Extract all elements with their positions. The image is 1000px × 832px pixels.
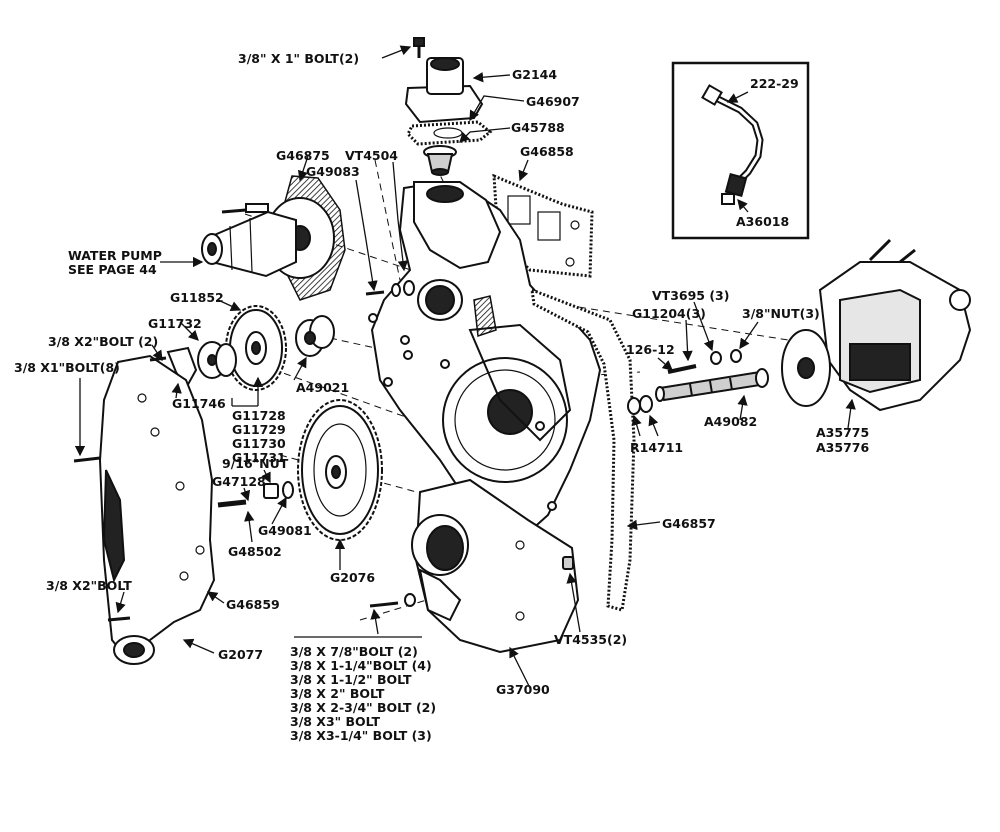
nut-washer-stack	[217, 481, 294, 508]
label-vt3695: VT3695 (3)	[652, 288, 729, 303]
label-bolt-3-8x2: 3/8 X2"BOLT	[46, 578, 132, 593]
water-pump	[201, 175, 346, 301]
label-a49021: A49021	[296, 380, 349, 395]
water-outlet-elbow-g2144	[404, 57, 484, 124]
label-bolt-3-8x1-2: 3/8" X 1" BOLT(2)	[238, 51, 359, 66]
label-water-pump-see-page: SEE PAGE 44	[68, 262, 157, 277]
label-g11728: G11728	[232, 408, 286, 423]
label-vt4535: VT4535(2)	[554, 632, 627, 647]
seal-rings-r14711	[627, 395, 653, 415]
gasket-g46907	[406, 120, 493, 146]
fasteners	[149, 280, 416, 608]
label-g11731: G11731	[232, 450, 286, 465]
timing-gear-housing	[368, 181, 602, 542]
label-g11746: G11746	[172, 396, 226, 411]
label-vt4504: VT4504	[345, 148, 398, 163]
plate-g11746	[166, 346, 198, 390]
label-g46858: G46858	[520, 144, 574, 159]
label-126-12: 126-12	[626, 342, 675, 357]
label-g45788: G45788	[511, 120, 565, 135]
label-g46857: G46857	[662, 516, 716, 531]
housing-gasket-g46857	[530, 287, 636, 612]
label-g37090: G37090	[496, 682, 550, 697]
leader-lines	[74, 45, 856, 689]
label-r14711: R14711	[630, 440, 683, 455]
label-g46859: G46859	[226, 597, 280, 612]
label-g49081: G49081	[258, 523, 312, 538]
hub-a49021	[295, 315, 335, 357]
label-g11729: G11729	[232, 422, 286, 437]
camshaft-gear-g11852	[225, 305, 287, 391]
label-g11730: G11730	[232, 436, 286, 451]
thermostat-housing-stack	[404, 37, 493, 176]
bolt-list-item: 3/8 X 1-1/4"BOLT (4)	[290, 658, 432, 673]
label-nut-9-16: 9/16"NUT	[222, 456, 289, 471]
label-a49082: A49082	[704, 414, 757, 429]
bolt-list-item: 3/8 X 2-3/4" BOLT (2)	[290, 700, 436, 715]
label-a35776: A35776	[816, 440, 869, 455]
part-labels: 3/8" X 1" BOLT(2) G2144 G46907 G45788 G4…	[14, 51, 869, 697]
label-a35775: A35775	[816, 425, 869, 440]
label-g49083: G49083	[306, 164, 360, 179]
label-nut-3-8: 3/8"NUT(3)	[742, 306, 820, 321]
thermostat-g45788	[423, 145, 457, 176]
label-g46907: G46907	[526, 94, 580, 109]
stud-washer-nut-set	[667, 349, 742, 374]
crank-gear-g2076	[297, 399, 383, 541]
bolt-3-8x1-top	[413, 37, 425, 58]
label-g11204: G11204(3)	[632, 306, 706, 321]
label-g11732: G11732	[148, 316, 202, 331]
label-water-pump: WATER PUMP	[68, 248, 162, 263]
label-g11852: G11852	[170, 290, 224, 305]
label-g2076: G2076	[330, 570, 375, 585]
bolt-list-item: 3/8 X3" BOLT	[290, 714, 381, 729]
injection-pump	[781, 238, 972, 412]
bolt-list-item: 3/8 X3-1/4" BOLT (3)	[290, 728, 432, 743]
label-g48502: G48502	[228, 544, 282, 559]
label-g2077: G2077	[218, 647, 263, 662]
hub-g11732	[197, 341, 237, 379]
label-g47128: G47128	[212, 474, 266, 489]
drive-shaft-a49082	[655, 368, 769, 402]
label-bolt-3-8x2-2: 3/8 X2"BOLT (2)	[48, 334, 158, 349]
bolt-list-item: 3/8 X 1-1/2" BOLT	[290, 672, 412, 687]
bolt-list-item: 3/8 X 2" BOLT	[290, 686, 385, 701]
label-g2144: G2144	[512, 67, 557, 82]
front-cover-g46859	[73, 354, 216, 665]
timing-cover-g37090	[411, 478, 580, 654]
label-bolt-3-8x1-8: 3/8 X1"BOLT(8)	[14, 360, 120, 375]
bolt-list: 3/8 X 7/8"BOLT (2) 3/8 X 1-1/4"BOLT (4) …	[290, 644, 436, 743]
label-g46875: G46875	[276, 148, 330, 163]
bolt-list-item: 3/8 X 7/8"BOLT (2)	[290, 644, 418, 659]
label-a36018: A36018	[736, 214, 789, 229]
label-222-29: 222-29	[750, 76, 799, 91]
